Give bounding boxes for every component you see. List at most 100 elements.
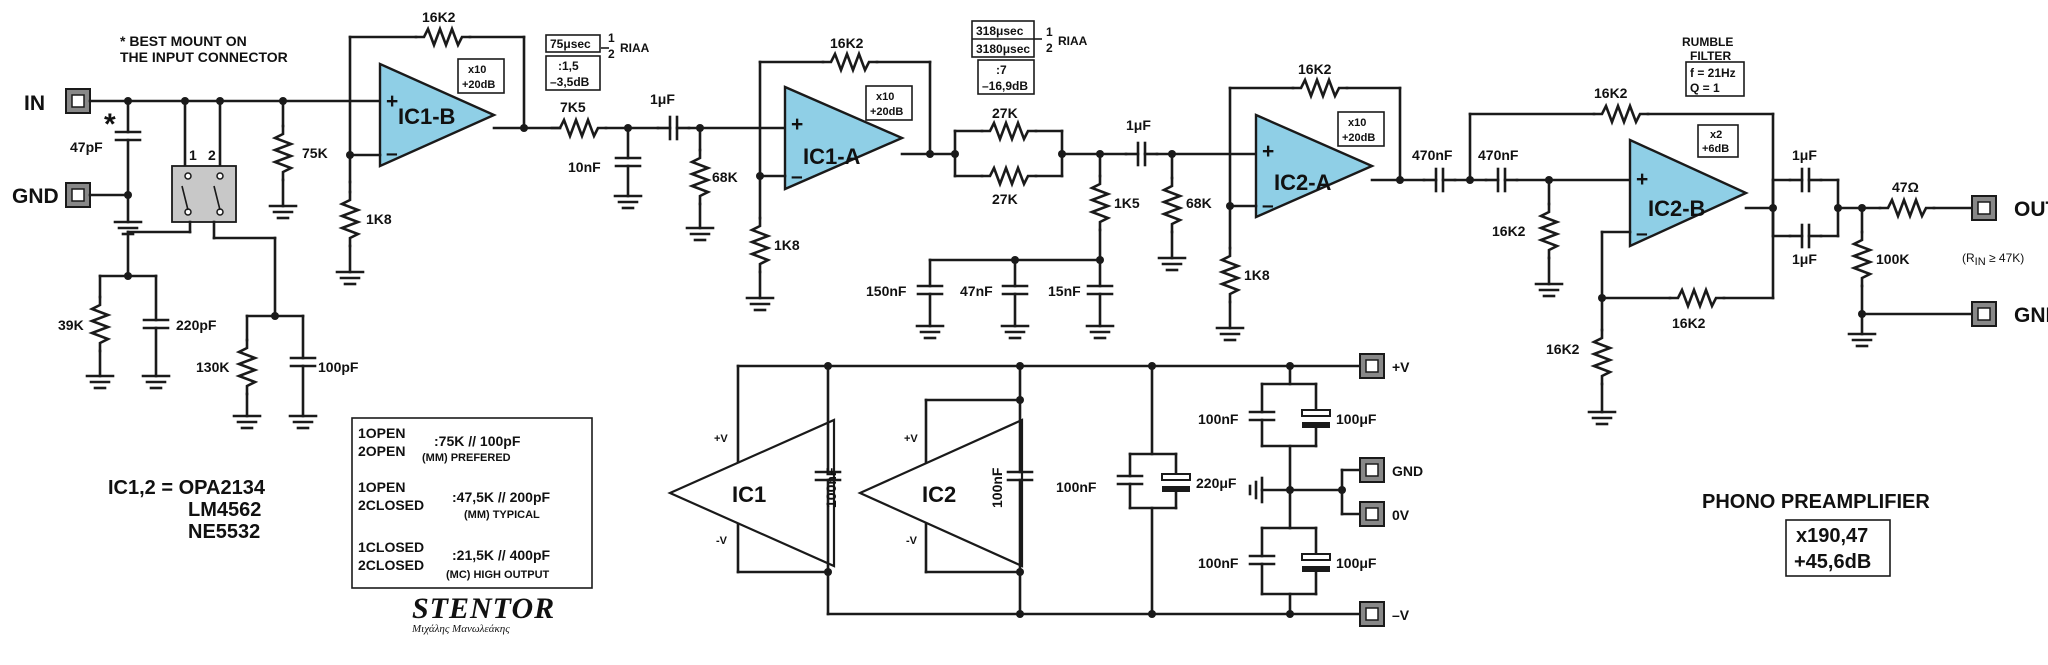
- label-1uf-a: 1μF: [650, 91, 675, 107]
- setting-3a: 1CLOSED: [358, 539, 424, 555]
- ic-list-3: NE5532: [188, 521, 260, 543]
- label-100nf-s: 100nF: [1056, 479, 1097, 495]
- label-1uf-c: 1μF: [1792, 147, 1817, 163]
- stage-ic2b: [1422, 61, 1997, 426]
- label-27k-a: 27K: [992, 105, 1018, 121]
- riaa-75us: 75μsec: [550, 37, 591, 51]
- label-220pf: 220pF: [176, 317, 217, 333]
- rumble-title-1: RUMBLE: [1682, 35, 1733, 49]
- riaa-3180us: 3180μsec: [976, 42, 1030, 56]
- label-1k5: 1K5: [1114, 195, 1140, 211]
- gain-ic2b-1: x2: [1710, 129, 1722, 141]
- total-gain-1: x190,47: [1796, 525, 1868, 547]
- setting-2b: 2CLOSED: [358, 497, 424, 513]
- setting-3-note: (MC) HIGH OUTPUT: [446, 569, 550, 581]
- setting-2a: 1OPEN: [358, 479, 405, 495]
- ic-list-2: LM4562: [188, 499, 261, 521]
- opamp-ic1-power: [667, 418, 836, 568]
- riaa-attn-1b: –3,5dB: [550, 75, 590, 89]
- rumble-freq: f = 21Hz: [1690, 66, 1736, 80]
- label-1k8-c: 1K8: [1244, 267, 1270, 283]
- ic2a-plus: +: [1262, 140, 1274, 163]
- input-section: [65, 88, 382, 430]
- label-470nf-a: 470nF: [1412, 147, 1453, 163]
- pos-v-terminal: [1359, 353, 1385, 379]
- total-gain-2: +45,6dB: [1794, 551, 1871, 573]
- label-470nf-b: 470nF: [1478, 147, 1519, 163]
- opamp-ic1a: [783, 85, 906, 191]
- label-130k: 130K: [196, 359, 229, 375]
- riaa-frac-d-2: 2: [1046, 41, 1053, 55]
- riaa-attn-2b: –16,9dB: [982, 79, 1028, 93]
- riaa-frac-n-1: 1: [608, 31, 615, 45]
- label-1uf-d: 1μF: [1792, 251, 1817, 267]
- ic1b-plus: +: [386, 90, 398, 113]
- opamp-ic2-power: [857, 418, 1024, 568]
- label-39k: 39K: [58, 317, 84, 333]
- ic1-pv: +V: [714, 433, 728, 445]
- gnd-supply-terminal: [1359, 457, 1385, 483]
- riaa-box-attn-2: [977, 59, 1035, 95]
- signature: Μιχάλης Μανωλεάκης: [411, 623, 510, 635]
- label-16k2-e: 16K2: [1492, 223, 1526, 239]
- label-7k5: 7K5: [560, 99, 586, 115]
- label-16k2-d: 16K2: [1594, 85, 1628, 101]
- setting-1-note: (MM) PREFERED: [422, 452, 511, 464]
- label-100nf-t: 100nF: [1198, 411, 1239, 427]
- ic1b-label: IC1-B: [398, 104, 455, 129]
- stentor-logo: STENTOR: [412, 592, 555, 625]
- setting-2-note: (MM) TYPICAL: [464, 509, 540, 521]
- riaa-frac-d-1: 2: [608, 47, 615, 61]
- ic1-power-label: IC1: [732, 482, 766, 507]
- label-sw1: 1: [189, 147, 197, 163]
- riaa-frac-n-2: 1: [1046, 25, 1053, 39]
- label-16k2-c: 16K2: [1298, 61, 1332, 77]
- riaa-attn-2a: :7: [996, 63, 1007, 77]
- opamp-ic2a: [1254, 113, 1375, 219]
- opamp-ic2b: [1628, 138, 1749, 248]
- label-68k-b: 68K: [1186, 195, 1212, 211]
- rumble-q: Q = 1: [1690, 81, 1720, 95]
- in-terminal: [65, 88, 91, 114]
- setting-2-value: :47,5K // 200pF: [452, 489, 550, 505]
- ic1a-plus: +: [791, 113, 803, 136]
- gnd-supply-label: GND: [1392, 463, 1423, 479]
- stage-ic1b: [335, 27, 562, 286]
- riaa-318us: 318μsec: [976, 24, 1024, 38]
- label-16k2-b: 16K2: [830, 35, 864, 51]
- label-47ohm: 47Ω: [1892, 179, 1919, 195]
- power-supply: [667, 353, 1385, 627]
- zero-v-label: 0V: [1392, 507, 1410, 523]
- ic1a-label: IC1-A: [803, 144, 861, 169]
- gain-ic1b-1: x10: [468, 64, 486, 76]
- setting-1a: 1OPEN: [358, 425, 405, 441]
- gain-box-ic2a: [1337, 111, 1385, 147]
- riaa-box-75us: [545, 34, 601, 53]
- rin-note: (RIN ≥ 47K): [1962, 251, 2024, 268]
- label-10nf: 10nF: [568, 159, 601, 175]
- gain-ic1b-2: +20dB: [462, 79, 495, 91]
- star-mark: *: [104, 108, 116, 141]
- label-47nf: 47nF: [960, 283, 993, 299]
- setting-1b: 2OPEN: [358, 443, 405, 459]
- riaa-label-1: RIAA: [620, 41, 650, 55]
- rumble-title-2: FILTER: [1690, 49, 1731, 63]
- setting-1-value: :75K // 100pF: [434, 433, 521, 449]
- neg-v-label: –V: [1392, 607, 1410, 623]
- riaa-attn-1a: :1,5: [558, 59, 579, 73]
- ic1b-minus: –: [386, 142, 398, 165]
- label-1k8-a: 1K8: [366, 211, 392, 227]
- ic2-nv: -V: [906, 535, 918, 547]
- gain-ic2b-2: +6dB: [1702, 143, 1729, 155]
- label-100uf-t: 100μF: [1336, 411, 1377, 427]
- label-47pf: 47pF: [70, 139, 103, 155]
- label-100uf-b: 100μF: [1336, 555, 1377, 571]
- total-gain-box: [1785, 519, 1891, 577]
- out-label: OUT: [2014, 198, 2048, 221]
- pos-v-label: +V: [1392, 359, 1410, 375]
- mount-note-1: * BEST MOUNT ON: [120, 33, 247, 49]
- ic2-power-label: IC2: [922, 482, 956, 507]
- label-100nf-b: 100nF: [1198, 555, 1239, 571]
- gain-ic2a-1: x10: [1348, 117, 1366, 129]
